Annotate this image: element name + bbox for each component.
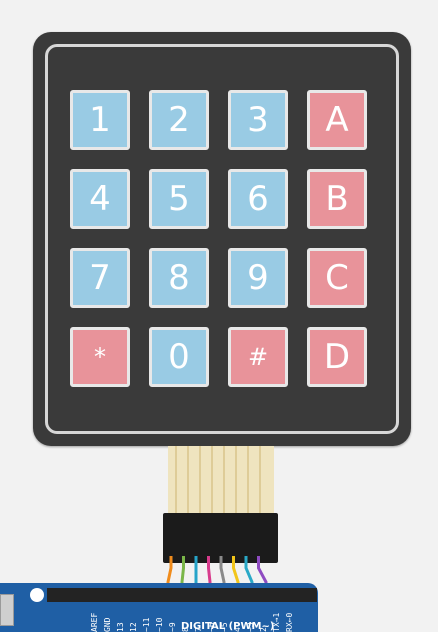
key-0[interactable]: 0 — [149, 327, 209, 387]
key-5[interactable]: 5 — [149, 169, 209, 229]
usb-port — [0, 594, 14, 626]
key-9[interactable]: 9 — [228, 248, 288, 308]
power-led — [30, 588, 44, 602]
pin-label: RX←0 — [285, 612, 294, 632]
key-4[interactable]: 4 — [70, 169, 130, 229]
digital-header — [47, 588, 317, 602]
key-a[interactable]: A — [307, 90, 367, 150]
key-d[interactable]: D — [307, 327, 367, 387]
keypad-border — [45, 44, 399, 434]
key-6[interactable]: 6 — [228, 169, 288, 229]
key-b[interactable]: B — [307, 169, 367, 229]
key-hash[interactable]: # — [228, 327, 288, 387]
pin-label: ~10 — [155, 617, 164, 632]
key-star[interactable]: * — [70, 327, 130, 387]
keypad-connector — [163, 513, 278, 563]
key-c[interactable]: C — [307, 248, 367, 308]
key-8[interactable]: 8 — [149, 248, 209, 308]
key-7[interactable]: 7 — [70, 248, 130, 308]
ribbon-cable — [168, 446, 274, 522]
pin-label: GND — [103, 617, 112, 632]
pin-label: 13 — [116, 622, 125, 632]
key-2[interactable]: 2 — [149, 90, 209, 150]
digital-pwm-label: DIGITAL (PWM~) — [181, 621, 275, 632]
pin-label: AREF — [90, 612, 99, 632]
pin-label: 12 — [129, 622, 138, 632]
jumper-wires — [166, 556, 268, 590]
pin-label: ~9 — [168, 622, 177, 632]
pin-label: ~11 — [142, 617, 151, 632]
key-1[interactable]: 1 — [70, 90, 130, 150]
key-3[interactable]: 3 — [228, 90, 288, 150]
